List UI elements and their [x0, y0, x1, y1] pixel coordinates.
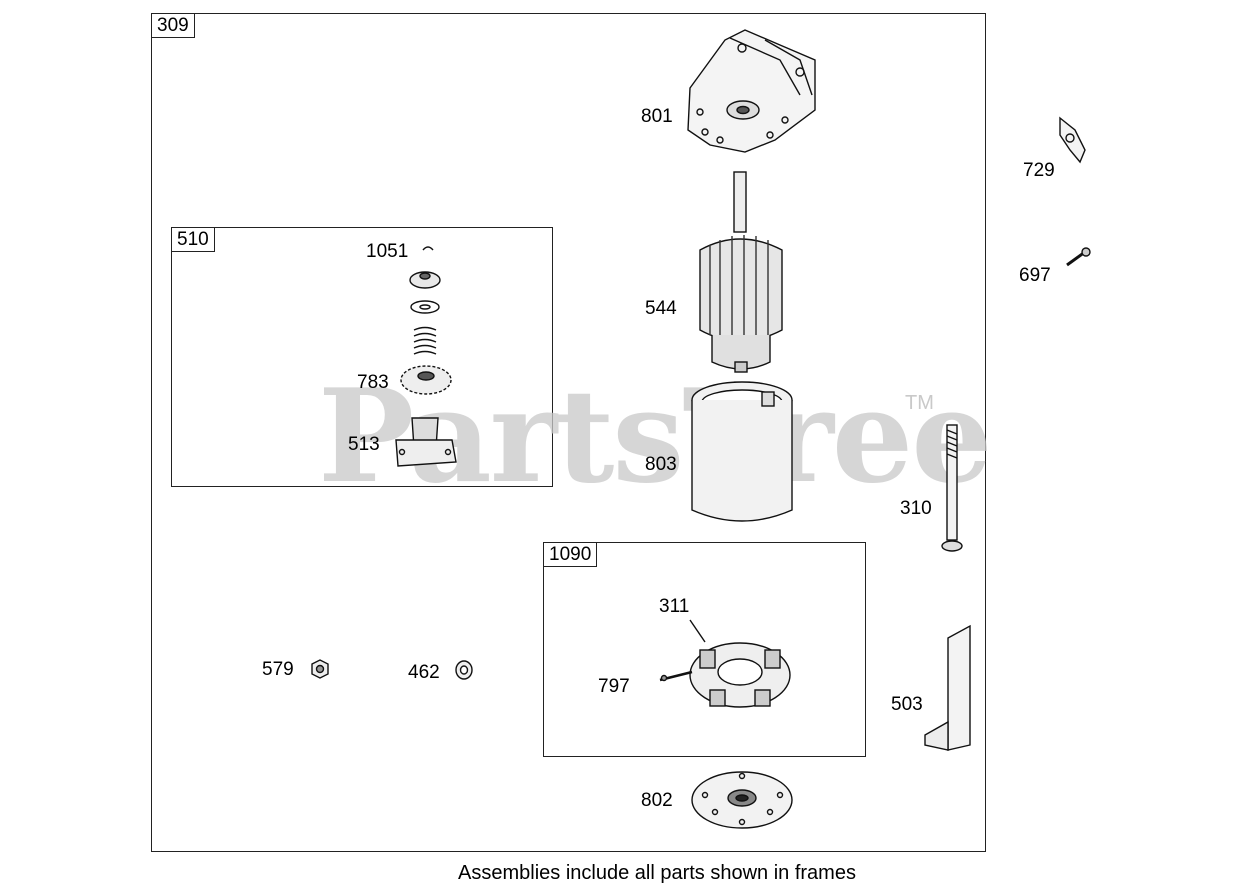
part-801-bracket: [687, 29, 816, 153]
part-544-armature: [699, 171, 783, 373]
callout-513: 513: [348, 434, 380, 455]
part-783-gear: [400, 365, 452, 395]
callout-729: 729: [1023, 160, 1055, 181]
part-311-brush-holder: [689, 619, 791, 708]
part-797-terminal: [659, 670, 693, 682]
callout-579: 579: [262, 659, 294, 680]
callout-462: 462: [408, 662, 440, 683]
part-802-endcap: [691, 771, 793, 829]
frame-1090: 1090: [543, 542, 866, 757]
frame-label-510: 510: [171, 227, 215, 252]
callout-783: 783: [357, 372, 389, 393]
part-579-nut: [311, 659, 329, 679]
part-803-housing: [691, 381, 793, 522]
callout-544: 544: [645, 298, 677, 319]
callout-802: 802: [641, 790, 673, 811]
frame-label-309: 309: [151, 13, 195, 38]
part-697-screw: [1066, 247, 1091, 267]
part-310-bolt: [941, 424, 963, 552]
part-513-drive: [395, 417, 457, 467]
callout-803: 803: [645, 454, 677, 475]
frame-309: 309: [151, 13, 986, 852]
part-1051-retainer: [409, 246, 441, 314]
part-729-clip: [1059, 116, 1086, 164]
frame-label-1090: 1090: [543, 542, 598, 567]
callout-311: 311: [659, 596, 690, 617]
watermark-trademark: TM: [905, 392, 934, 414]
callout-503: 503: [891, 694, 923, 715]
callout-310: 310: [900, 498, 932, 519]
frame-510: 510: [171, 227, 553, 487]
part-503-bracket: [924, 624, 971, 751]
callout-1051: 1051: [366, 241, 409, 262]
callout-797: 797: [598, 676, 630, 697]
part-spring: [413, 326, 437, 355]
footer-note: Assemblies include all parts shown in fr…: [458, 862, 856, 884]
part-462-washer: [455, 660, 473, 680]
callout-801: 801: [641, 106, 673, 127]
callout-697: 697: [1019, 265, 1051, 286]
